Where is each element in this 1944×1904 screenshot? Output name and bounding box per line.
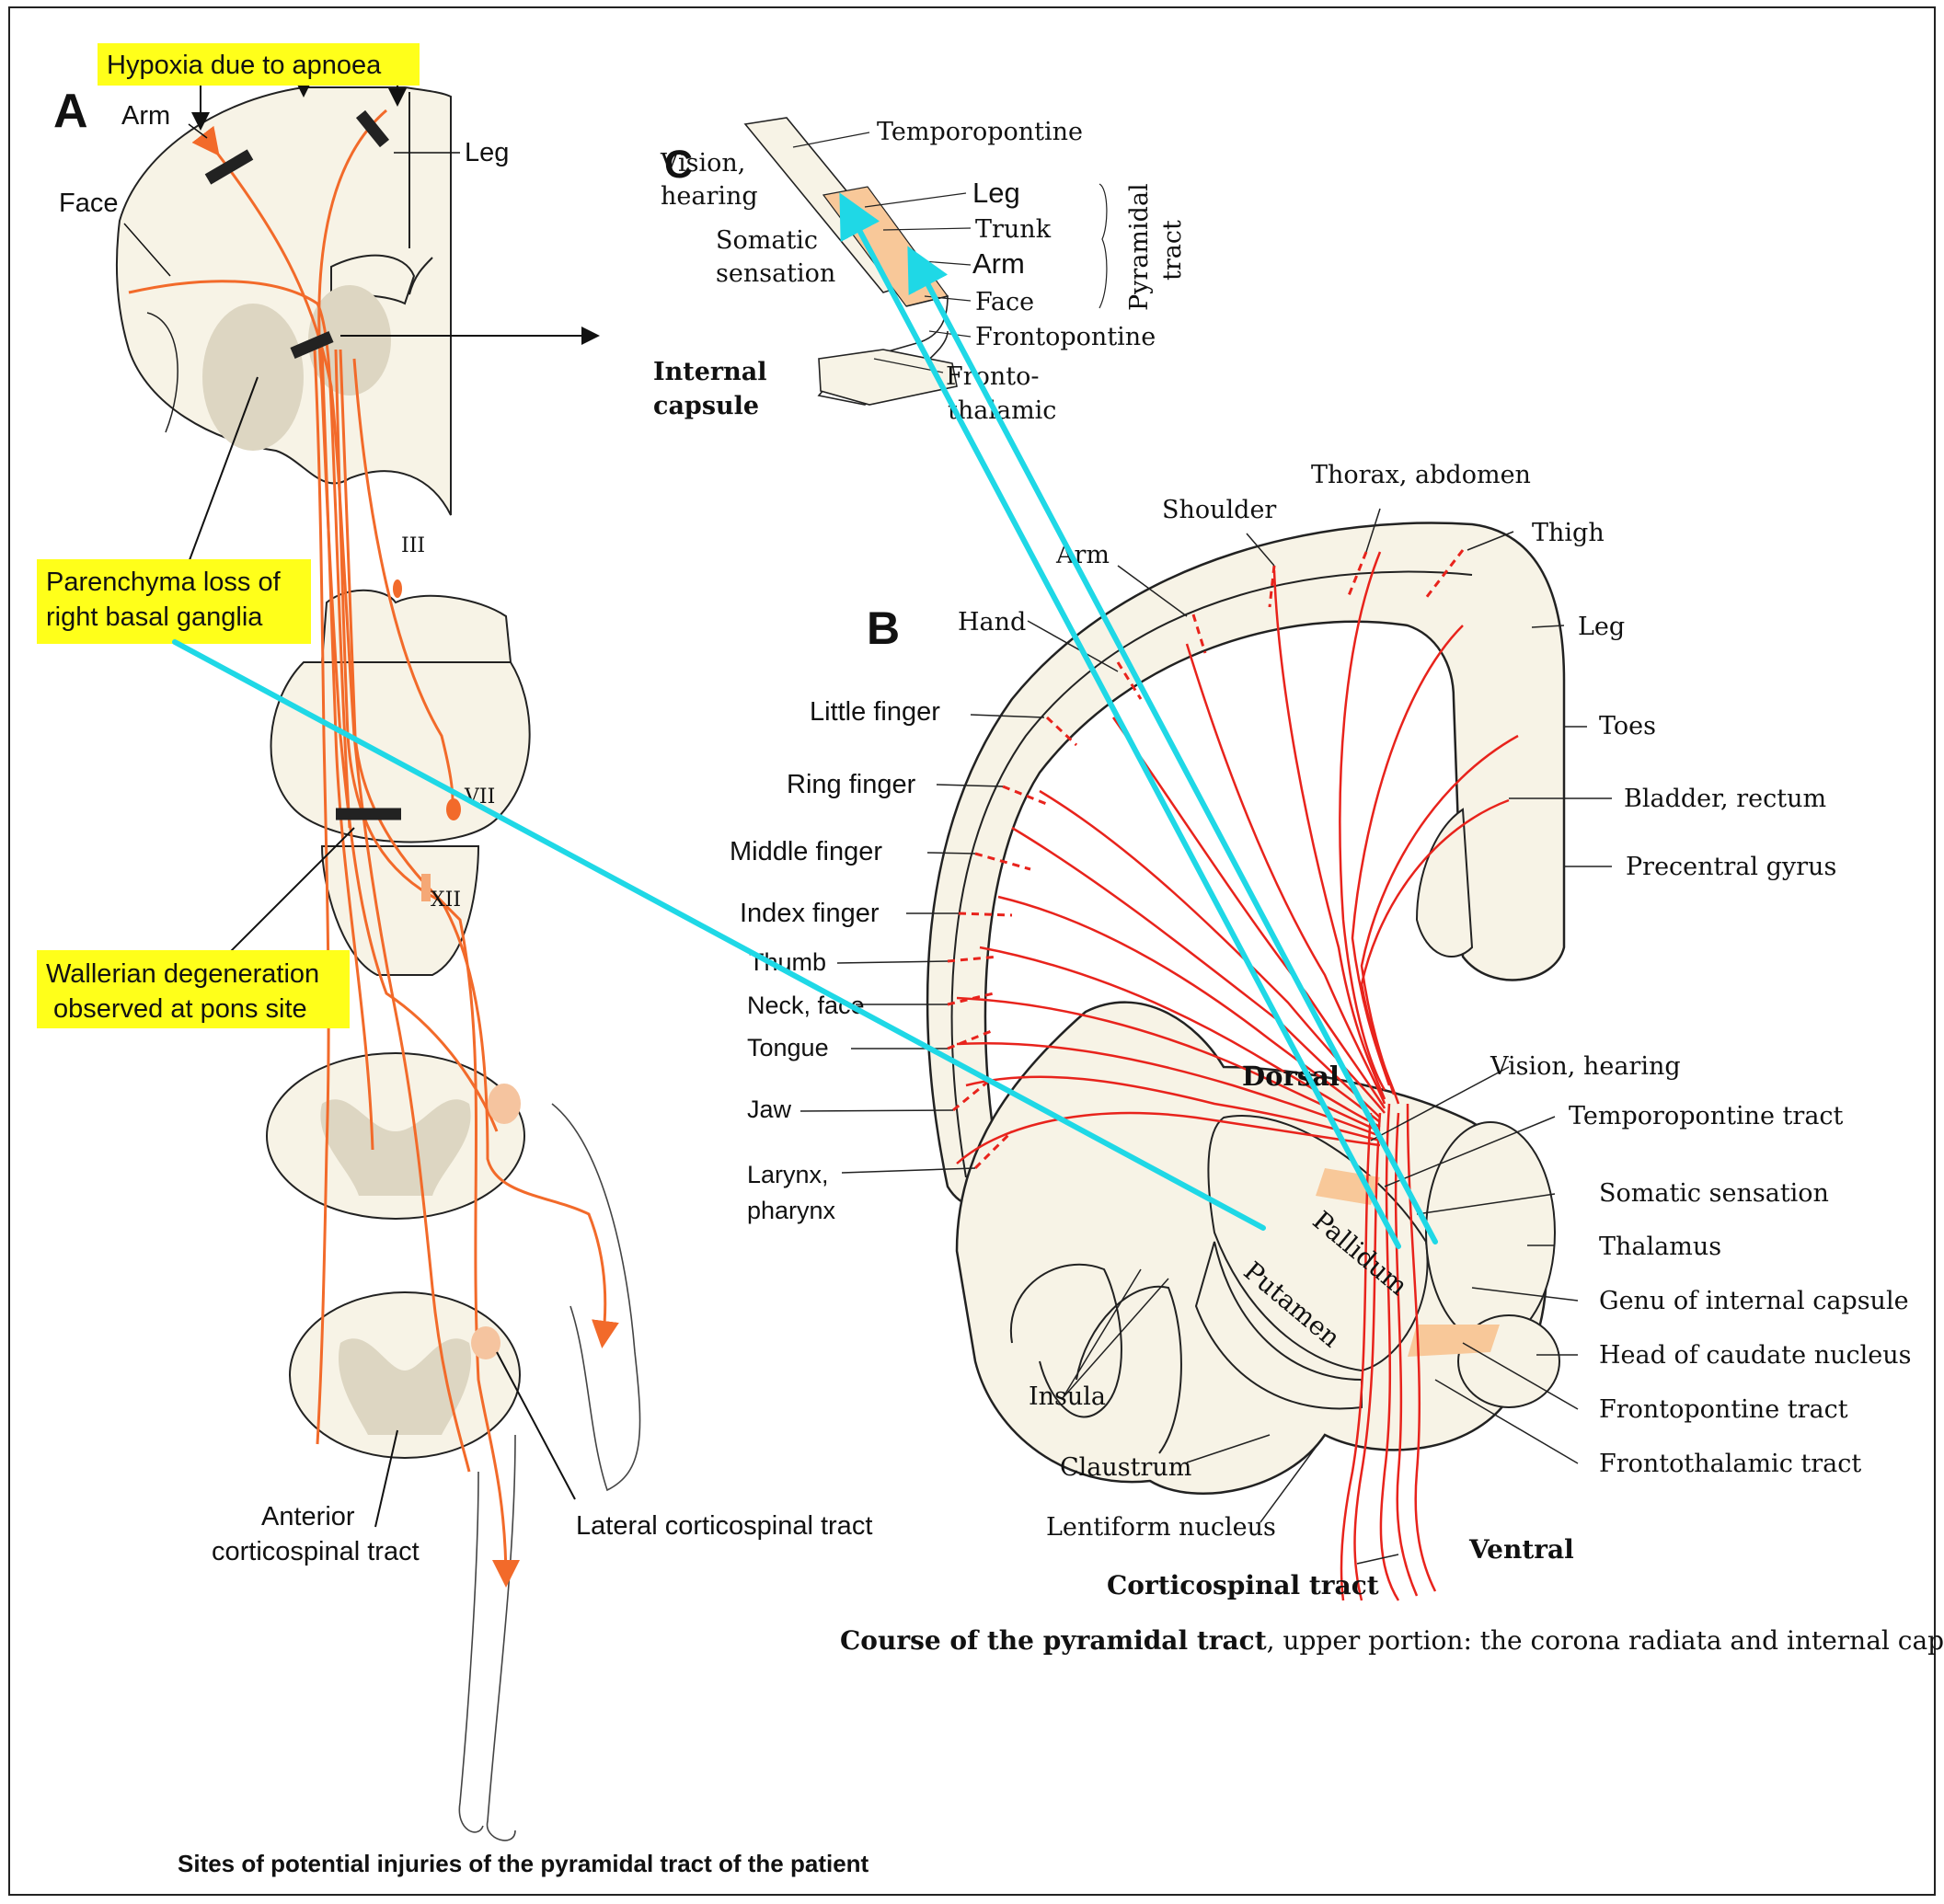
b-label-frontopontine: Frontopontine tract [1599,1395,1848,1424]
basal-ganglia-callout-line1: Parenchyma loss of [46,568,282,597]
panel-a-letter: A [53,85,88,138]
c-label-frontopontine: Frontopontine [975,323,1156,351]
panel-b-caption: Course of the pyramidal tract, upper por… [840,1625,1944,1656]
c-label-frontothalamic-1: Fronto- [946,362,1040,391]
wallerian-callout-line2: observed at pons site [53,994,307,1024]
cervical-lateral-tract [488,1084,521,1124]
b-label-somatic: Somatic sensation [1599,1179,1829,1208]
b-label-thalamus: Thalamus [1599,1233,1721,1261]
b-label-frontothalamic: Frontothalamic tract [1599,1450,1861,1478]
c-label-somatic-1: Somatic [716,226,818,255]
c-label-somatic-2: sensation [716,259,835,288]
b-label-jaw: Jaw [747,1095,792,1123]
xii-nucleus [421,874,431,901]
caption-rest-part: , upper portion: the corona radiata and … [1267,1625,1944,1656]
c-label-pyramidal-1: Pyramidal [1125,183,1154,311]
b-label-tongue: Tongue [747,1034,829,1061]
b-label-precentral: Precentral gyrus [1626,853,1836,881]
b-label-toes: Toes [1599,712,1656,740]
b-label-bladder: Bladder, rectum [1624,785,1826,813]
b-label-hand: Hand [958,608,1026,637]
basal-ganglia-callout-line2: right basal ganglia [46,602,263,632]
b-label-lentiform: Lentiform nucleus [1046,1513,1276,1542]
c-label-internal-1: Internal [653,358,767,386]
b-label-middle-finger: Middle finger [730,837,882,866]
lateral-tract-label: Lateral corticospinal tract [576,1511,872,1541]
c-label-trunk: Trunk [975,215,1052,244]
b-label-leg: Leg [1578,613,1625,641]
b-label-claustrum: Claustrum [1060,1453,1191,1482]
c-label-temporopontine: Temporopontine [877,118,1083,146]
frontopontine-tract-band [1408,1325,1500,1357]
b-label-thigh: Thigh [1532,519,1605,547]
lumbar-lateral-tract [471,1326,500,1359]
b-label-genu: Genu of internal capsule [1599,1287,1909,1315]
nerve-xii-label: XII [431,889,461,912]
panel-b-letter: B [867,602,900,654]
b-label-vision: Vision, hearing [1490,1052,1681,1081]
c-label-internal-2: capsule [653,392,759,420]
c-label-face: Face [975,288,1034,316]
anterior-tract-label-line2: corticospinal tract [212,1537,420,1566]
anterior-tract-label-line1: Anterior [261,1502,355,1531]
a-label-leg: Leg [465,138,509,167]
b-label-dorsal: Dorsal [1242,1061,1340,1092]
b-label-insula: Insula [1029,1382,1106,1411]
b-label-ring-finger: Ring finger [787,770,916,799]
b-label-corticospinal: Corticospinal tract [1107,1570,1379,1600]
c-label-pyramidal-2: tract [1158,220,1187,281]
panel-a-footer: Sites of potential injuries of the pyram… [178,1850,869,1877]
c-label-arm: Arm [972,247,1025,280]
iii-nucleus [393,579,402,598]
a-label-arm: Arm [121,101,170,131]
b-label-caudate: Head of caudate nucleus [1599,1341,1911,1370]
vii-nucleus [446,798,461,820]
caption-bold-part: Course of the pyramidal tract [840,1625,1267,1656]
c-label-vision-1: Vision, [660,149,745,178]
b-label-little-finger: Little finger [810,697,940,727]
b-label-thorax: Thorax, abdomen [1311,461,1531,489]
hypoxia-callout: Hypoxia due to apnoea [107,51,382,80]
nerve-iii-label: III [401,534,425,557]
b-label-shoulder: Shoulder [1162,496,1276,524]
c-label-vision-2: hearing [661,182,758,211]
b-label-temporopontine: Temporopontine tract [1569,1102,1844,1130]
b-label-larynx-2: pharynx [747,1197,836,1224]
c-label-leg: Leg [972,177,1020,209]
b-label-index-finger: Index finger [740,899,880,928]
basal-ganglia-gray [202,304,304,451]
b-label-larynx-1: Larynx, [747,1161,829,1188]
b-label-ventral: Ventral [1468,1534,1574,1565]
thalamus-shape [1426,1122,1555,1343]
wallerian-callout-line1: Wallerian degeneration [46,959,319,989]
a-label-face: Face [59,189,118,218]
